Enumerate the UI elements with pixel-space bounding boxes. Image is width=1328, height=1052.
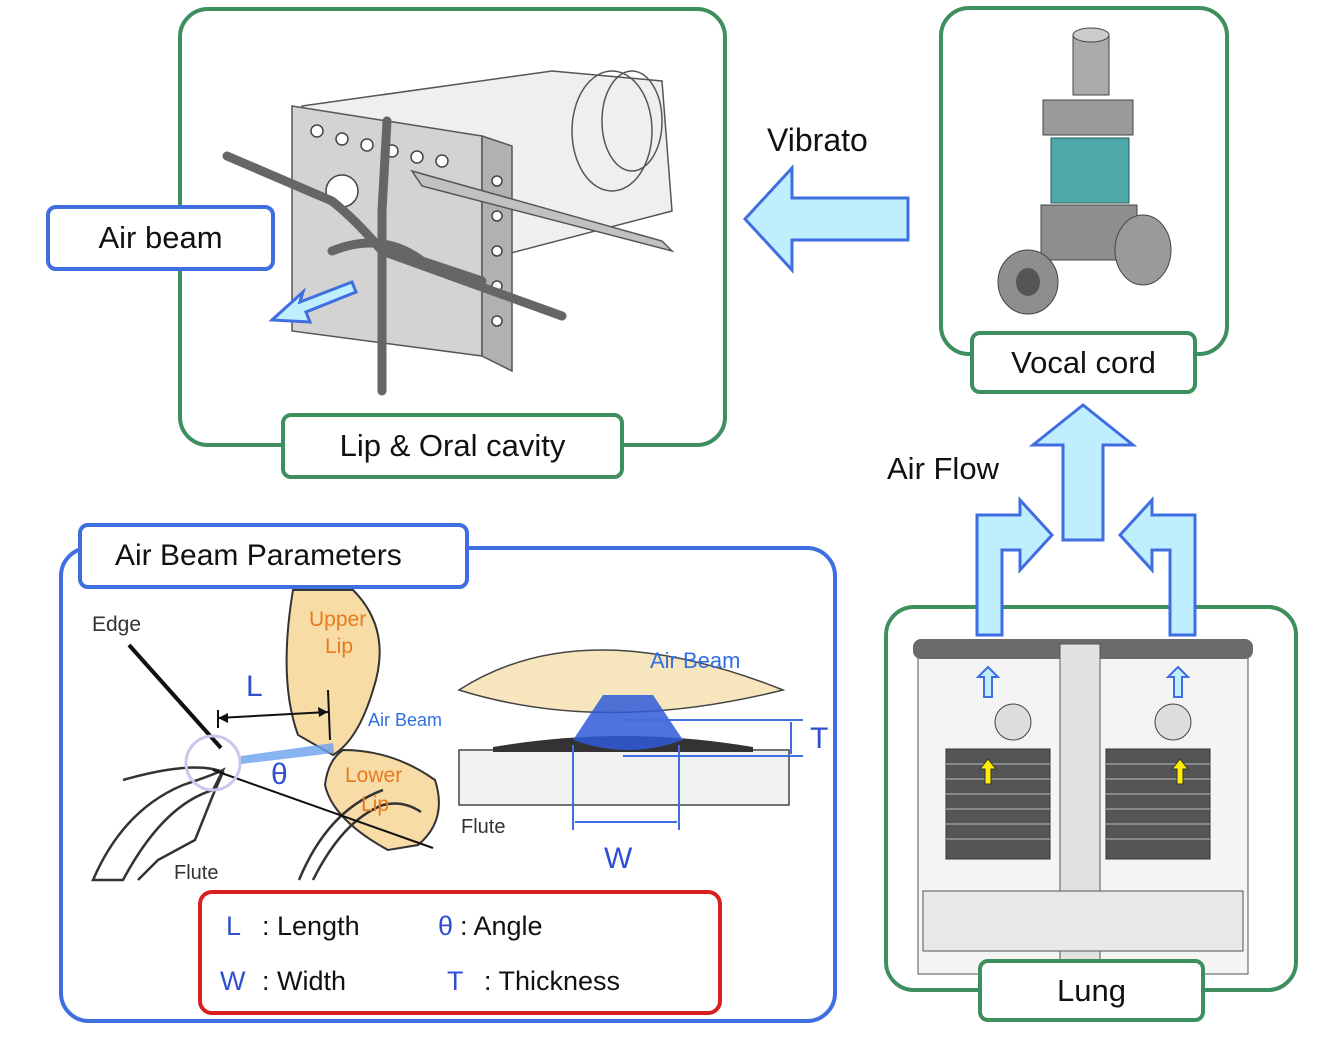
legend-width-text: : Width <box>262 966 347 996</box>
air-beam-parameters-title: Air Beam Parameters <box>78 523 469 589</box>
oral-cavity-drawing <box>222 70 675 396</box>
air-beam-callout: Air beam <box>46 205 275 271</box>
legend-length-text: : Length <box>262 911 360 941</box>
lower-lip-label-2: Lip <box>361 793 390 816</box>
air-beam-parameters-title-text: Air Beam Parameters <box>115 539 402 572</box>
thickness-symbol: T <box>810 722 829 755</box>
lip-diagram <box>91 589 803 882</box>
lung-panel <box>884 605 1298 992</box>
vocal-cord-label-text: Vocal cord <box>1011 344 1156 380</box>
width-symbol: W <box>604 842 633 875</box>
lung-label-text: Lung <box>1057 972 1126 1008</box>
legend-angle-text: : Angle <box>460 911 543 941</box>
lung-drawing <box>913 639 1253 975</box>
parameter-legend: L : Length θ : Angle W : Width T : Thick… <box>198 890 722 1015</box>
vibrato-label: Vibrato <box>767 122 868 158</box>
lip-oral-label: Lip & Oral cavity <box>281 413 624 479</box>
lip-air-beam-label: Air Beam <box>368 710 443 730</box>
air-beam-callout-text: Air beam <box>98 220 223 255</box>
vocal-cord-label: Vocal cord <box>970 331 1197 394</box>
vocal-cord-panel <box>939 6 1229 356</box>
legend-thickness-text: : Thickness <box>484 966 621 996</box>
section-air-beam-label: Air Beam <box>650 648 741 673</box>
upper-lip-label-2: Lip <box>325 635 354 658</box>
angle-symbol: θ <box>271 758 288 791</box>
lower-lip-label-1: Lower <box>345 764 403 787</box>
vocal-cord-drawing <box>997 27 1172 315</box>
upper-lip-label-1: Upper <box>309 608 367 631</box>
vibrato-arrow <box>742 164 910 274</box>
air-flow-up-arrow <box>1028 403 1138 542</box>
length-symbol: L <box>246 670 263 703</box>
lip-oral-label-text: Lip & Oral cavity <box>339 428 566 463</box>
lip-flute-label: Flute <box>174 862 219 884</box>
air-flow-label: Air Flow <box>887 451 999 486</box>
air-beam-parameters-panel: Air Beam Parameters Edge Upper Lip Lower… <box>59 523 837 1023</box>
lung-label: Lung <box>978 959 1205 1022</box>
legend-width-symbol: W <box>220 966 246 996</box>
lip-oral-panel <box>178 7 727 447</box>
legend-thickness-symbol: T <box>447 966 464 996</box>
edge-label: Edge <box>92 613 142 636</box>
section-flute-label: Flute <box>461 816 506 838</box>
legend-angle-symbol: θ <box>438 911 454 941</box>
legend-length-symbol: L <box>226 911 242 941</box>
